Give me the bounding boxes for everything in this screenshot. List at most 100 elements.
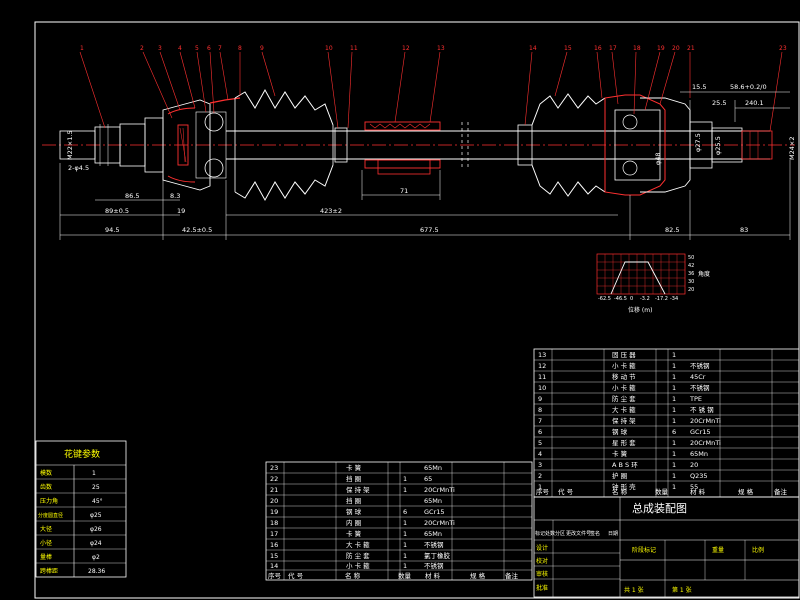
table-cell: 防 尘 套 [346, 551, 370, 560]
part-number-label: 16 [594, 45, 602, 52]
table-row: 18 内 圈 1 20CrMnTi [270, 518, 455, 527]
table-cell: 1 [403, 486, 407, 494]
table-cell: 1 [403, 475, 407, 483]
table-cell: 20CrMnTi [424, 486, 455, 494]
table-cell: 10 [538, 384, 546, 392]
spline-cell: 25 [92, 484, 100, 491]
title-weight: 重量 [712, 546, 724, 554]
table-cell: 17 [270, 530, 278, 538]
table-row: 13 固 压 器 1 [538, 351, 676, 359]
title-mark: 标记 [535, 530, 545, 537]
table-cell: 22 [270, 475, 278, 483]
part-number-label: 7 [218, 45, 222, 52]
drawing-title: 总成装配图 [632, 501, 687, 515]
table-header-cell: 材 料 [425, 571, 441, 580]
table-cell: 1 [672, 461, 676, 469]
table-cell: 15 [270, 552, 278, 560]
graph-x-tick: -3.2 [640, 296, 650, 302]
part-number-label: 12 [402, 45, 410, 52]
table-cell: 14 [270, 562, 278, 570]
table-cell: 小 卡 箍 [346, 561, 370, 570]
dimension-text: M24×2 [788, 137, 796, 160]
table-cell: 9 [538, 395, 542, 403]
table-cell: 1 [403, 519, 407, 527]
table-cell: 不 锈 钢 [690, 405, 714, 414]
table-cell: 8 [538, 406, 542, 414]
spline-cell: 模数 [40, 469, 52, 477]
table-cell: 12 [538, 362, 546, 370]
dimension-text: φ25.5 [714, 136, 722, 155]
table-cell: 6 [538, 428, 542, 436]
dimension-text: 15.5 [692, 83, 706, 91]
table-row: 7 保 持 架 1 20CrMnTi [538, 416, 721, 425]
table-cell: 1 [672, 362, 676, 370]
table-header-cell: 备注 [505, 571, 519, 580]
dimension-text: 423±2 [320, 207, 342, 215]
table-cell: 16 [270, 541, 278, 549]
table-cell: 1 [672, 450, 676, 458]
shaft-assembly [59, 88, 773, 202]
part-number-label: 5 [195, 45, 199, 52]
spline-cell: 小径 [40, 539, 52, 547]
table-cell: 钟 形 壳 [612, 482, 636, 491]
table-cell: 1 [672, 384, 676, 392]
table-row: 10 小 卡 箍 1 不锈钢 [538, 383, 710, 392]
spline-table-title: 花键参数 [64, 448, 100, 460]
table-cell: 钢 球 [346, 507, 362, 516]
table-row: 8 大 卡 箍 1 不 锈 钢 [538, 405, 714, 414]
title-zone: 分区 [555, 530, 565, 537]
table-header-cell: 备注 [774, 487, 788, 496]
spline-cell: 分度圆直径 [38, 512, 63, 519]
table-cell: 65Mn [424, 464, 442, 472]
table-cell: 1 [403, 530, 407, 538]
table-cell: 护 圈 [612, 471, 627, 480]
table-cell: 移 动 节 [612, 372, 636, 381]
dimension-lines [59, 91, 791, 240]
dimension-text: 58.6+0.2/0 [730, 83, 767, 91]
part-number-label: 8 [238, 45, 242, 52]
part-number-label: 3 [158, 45, 162, 52]
table-cell: 11 [538, 373, 546, 381]
table-cell: 小 卡 箍 [612, 383, 636, 392]
table-cell: 3 [538, 461, 542, 469]
dimension-text: 94.5 [105, 226, 119, 234]
table-cell: 1 [672, 351, 676, 359]
leader-lines [79, 51, 783, 132]
title-sheet: 第 1 张 [672, 586, 692, 594]
graph-x-tick: 0 [630, 296, 633, 302]
table-row: 3 A B S 环 1 20 [538, 461, 698, 469]
table-row: 15 防 尘 套 1 氯丁橡胶 [270, 551, 451, 560]
table-cell: 4 [538, 450, 542, 458]
title-check: 校对 [536, 557, 548, 565]
table-cell: 钢 球 [612, 427, 628, 436]
graph-x-tick: -62.5 [598, 296, 611, 302]
title-sign: 签名 [590, 530, 600, 537]
table-cell: 55 [690, 483, 698, 491]
part-number-label: 20 [672, 45, 680, 52]
table-cell: 18 [270, 519, 278, 527]
table-cell: 氯丁橡胶 [424, 551, 451, 560]
part-number-label: 18 [633, 45, 641, 52]
table-cell: 6 [403, 508, 407, 516]
table-header-cell: 名 称 [612, 487, 628, 496]
table-row: 23 卡 簧 65Mn [270, 463, 442, 472]
dimension-text: 89±0.5 [105, 207, 129, 215]
dimension-text: φ27.5 [694, 133, 702, 152]
table-row: 21 保 持 架 1 20CrMnTi [270, 485, 455, 494]
table-cell: 挡 圈 [346, 474, 361, 483]
spline-cell: 跨棒距 [40, 567, 58, 575]
table-cell: 1 [403, 562, 407, 570]
table-cell: A B S 环 [612, 461, 638, 469]
table-cell: 内 圈 [346, 518, 361, 527]
graph-x-tick: -46.5 [614, 296, 627, 302]
dimension-text: 8.3 [170, 192, 180, 200]
table-cell: 防 尘 套 [612, 394, 636, 403]
spline-cell: 45° [92, 498, 103, 505]
dimension-text: 82.5 [665, 226, 679, 234]
title-scale: 比例 [752, 546, 764, 554]
table-cell: 20CrMnTi [424, 519, 455, 527]
parts-list-right [533, 348, 800, 498]
table-cell: TPE [689, 395, 702, 403]
table-row: 16 大 卡 箍 1 不锈钢 [270, 540, 444, 549]
part-number-label: 21 [687, 45, 695, 52]
